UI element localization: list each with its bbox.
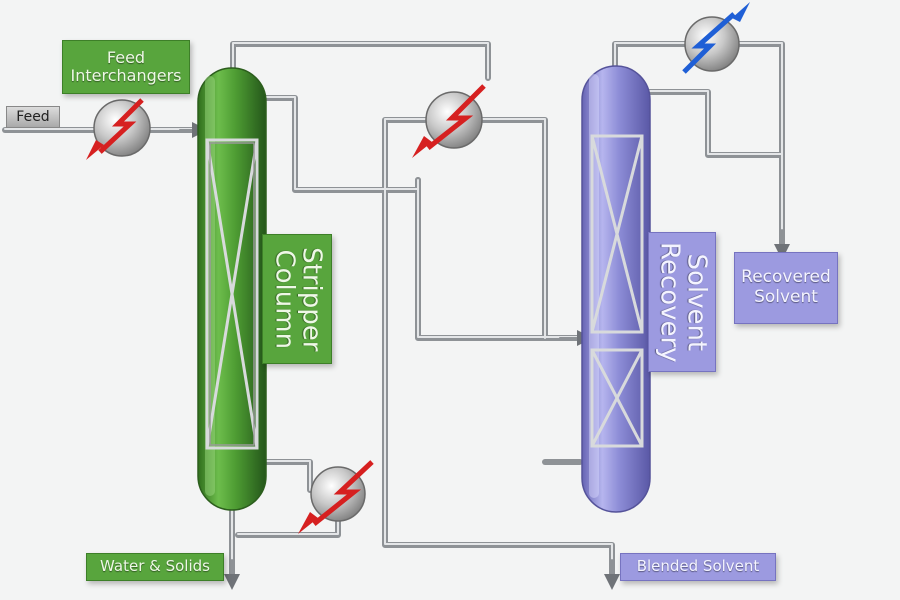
pipe-solvent-top: [612, 41, 693, 73]
heat-exchanger-bottom: [298, 460, 374, 534]
water-solids-label: Water & Solids: [86, 553, 224, 581]
solvent-packing-upper: [590, 134, 644, 334]
solvent-recovery-label-text: Solvent Recovery: [654, 241, 712, 363]
solvent-line1: Solvent: [681, 253, 712, 351]
feed-label-text: Feed: [16, 109, 50, 125]
pipe-top-overhead: [230, 41, 491, 81]
recovered-line2: Solvent: [754, 287, 818, 307]
cooling-arrow-icon: [682, 12, 736, 74]
heat-exchanger-middle: [412, 84, 486, 158]
heat-exchanger-solvent-overhead: [682, 2, 750, 74]
solvent-recovery-column: [581, 65, 651, 513]
solvent-line2: Recovery: [654, 241, 684, 363]
feed-interchangers-line1: Feed: [106, 47, 146, 67]
heat-arrow-icon: [312, 460, 374, 526]
blended-solvent-text: Blended Solvent: [636, 557, 760, 576]
solvent-packing-lower: [590, 348, 644, 448]
feed-label: Feed: [6, 106, 60, 128]
pipe-solvent-reflux: [647, 89, 785, 158]
heat-arrow-icon: [98, 98, 144, 154]
pipe-exchanger-return: [235, 517, 341, 538]
heat-exchanger-feed: [86, 98, 151, 160]
blended-solvent-label: Blended Solvent: [620, 553, 776, 581]
feed-interchangers-line2: Interchangers: [70, 66, 182, 85]
pipe-exchanger-to-right: [480, 117, 548, 341]
stripper-line2: Column: [269, 249, 299, 349]
solvent-recovery-label: Solvent Recovery: [648, 232, 716, 372]
pipe-solvent-overhead: [735, 41, 785, 251]
stripper-column: [197, 67, 267, 511]
stripper-packing: [205, 138, 259, 450]
stripper-line1: Stripper: [296, 246, 327, 352]
feed-interchangers-label: Feed Interchangers: [62, 40, 190, 94]
recovered-solvent-box: Recovered Solvent: [734, 252, 838, 324]
pipe-crossover-down: [415, 177, 581, 341]
pipe-stripper-side-draw: [262, 95, 421, 193]
stripper-column-label-text: Stripper Column: [269, 246, 327, 352]
stripper-column-label: Stripper Column: [262, 234, 332, 364]
water-solids-text: Water & Solids: [100, 557, 210, 576]
heat-arrow-icon: [426, 84, 486, 150]
pipe-bottoms-exchanger: [262, 459, 313, 493]
recovered-line1: Recovered: [741, 267, 831, 288]
